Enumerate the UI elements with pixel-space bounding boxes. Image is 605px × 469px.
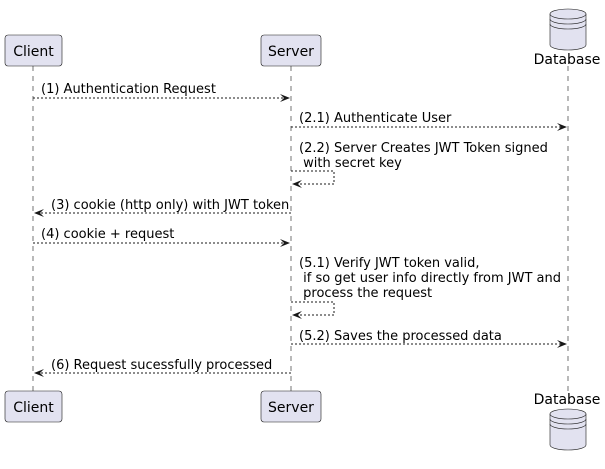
message-1: (1) Authentication Request <box>33 82 290 102</box>
message-2-1: (2.1) Authenticate User <box>291 111 567 131</box>
participant-server-top: Server <box>260 34 322 67</box>
message-5-1: (5.1) Verify JWT token valid, if so get … <box>291 256 561 319</box>
participant-client-label: Client <box>13 44 54 60</box>
arrowhead-icon <box>280 239 290 247</box>
message-label: (1) Authentication Request <box>41 82 216 97</box>
arrowhead-icon <box>34 369 44 377</box>
participant-server-bottom: Server <box>260 390 322 423</box>
participant-client-bottom: Client <box>4 390 63 423</box>
message-2-2: (2.2) Server Creates JWT Token signed wi… <box>291 141 548 188</box>
arrowhead-icon <box>292 180 302 188</box>
message-4: (4) cookie + request <box>33 227 290 247</box>
message-label: with secret key <box>299 156 402 171</box>
message-label: (2.2) Server Creates JWT Token signed <box>299 141 548 156</box>
arrowhead-icon <box>292 311 302 319</box>
participant-server-label: Server <box>268 44 314 60</box>
arrowhead-icon <box>34 209 44 217</box>
message-label: (2.1) Authenticate User <box>299 111 452 126</box>
message-label: if so get user info directly from JWT an… <box>299 271 561 286</box>
participant-client-top: Client <box>4 34 63 67</box>
message-label: (6) Request sucessfully processed <box>51 358 272 373</box>
database-icon <box>549 8 587 51</box>
participant-database-label: Database <box>534 52 601 68</box>
arrowhead-icon <box>280 94 290 102</box>
message-label: (3) cookie (http only) with JWT token <box>51 198 289 213</box>
message-5-2: (5.2) Saves the processed data <box>291 329 567 348</box>
database-icon <box>549 408 587 451</box>
message-6: (6) Request sucessfully processed <box>34 358 291 377</box>
participant-database-bottom: Database <box>534 392 601 451</box>
message-label: (5.2) Saves the processed data <box>299 329 502 344</box>
message-3: (3) cookie (http only) with JWT token <box>34 198 291 217</box>
participant-server-label: Server <box>268 400 314 416</box>
participant-database-label: Database <box>534 392 601 408</box>
message-arrow <box>291 301 335 316</box>
message-label: (4) cookie + request <box>41 227 174 242</box>
arrowhead-icon <box>557 340 567 348</box>
message-arrow <box>291 170 335 185</box>
message-label: process the request <box>299 286 432 301</box>
participant-database-top: Database <box>534 8 601 68</box>
participant-client-label: Client <box>13 400 54 416</box>
arrowhead-icon <box>557 123 567 131</box>
message-label: (5.1) Verify JWT token valid, <box>299 256 479 271</box>
